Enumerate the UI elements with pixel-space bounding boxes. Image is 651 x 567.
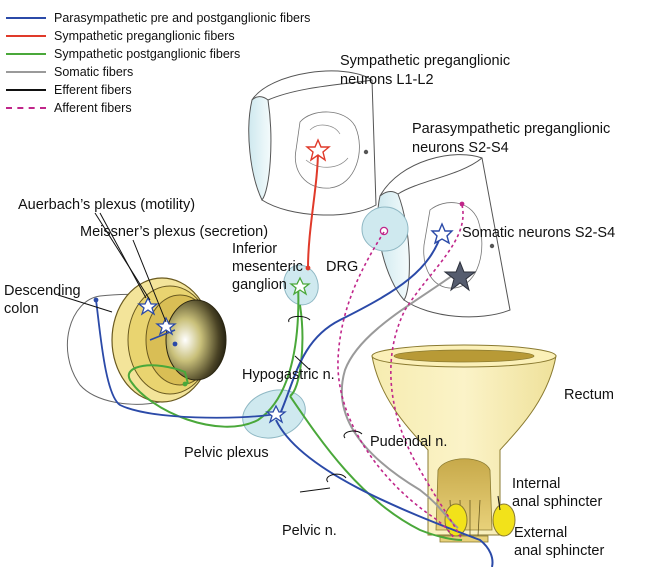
legend-swatch-line [6,17,46,19]
label-parasympathetic-neurons-line1: Parasympathetic preganglionic [412,121,610,137]
label-pudendal-n: Pudendal n. [370,434,447,450]
label-external-sphincter-line1: External [514,525,567,541]
label-pelvic-n: Pelvic n. [282,523,337,539]
legend-row: Afferent fibers [6,99,132,117]
label-inferior-mesenteric-line1: Inferior [232,241,277,257]
label-auerbach-plexus: Auerbach’s plexus (motility) [18,197,195,213]
legend-row: Sympathetic postganglionic fibers [6,45,240,63]
label-internal-sphincter-line2: anal sphincter [512,494,602,510]
label-descending-colon-line2: colon [4,301,39,317]
legend-swatch-line [6,89,46,91]
label-meissner-plexus: Meissner’s plexus (secretion) [80,224,268,240]
label-external-sphincter-line2: anal sphincter [514,543,604,559]
label-pelvic-plexus: Pelvic plexus [184,445,269,461]
legend-row: Parasympathetic pre and postganglionic f… [6,9,310,27]
legend-label: Parasympathetic pre and postganglionic f… [54,11,310,25]
legend-swatch-line [6,53,46,55]
label-somatic-neurons: Somatic neurons S2-S4 [462,225,615,241]
label-sympathetic-neurons-line2: neurons L1-L2 [340,72,434,88]
legend-swatch-line [6,107,46,109]
legend-swatch-line [6,35,46,37]
legend-label: Efferent fibers [54,83,132,97]
legend-swatch-line [6,71,46,73]
spinal-cord-l1-l2 [249,71,376,215]
descending-colon [67,278,226,404]
legend-row: Somatic fibers [6,63,133,81]
label-rectum: Rectum [564,387,614,403]
label-inferior-mesenteric-line2: mesenteric [232,259,303,275]
legend-row: Efferent fibers [6,81,132,99]
label-sympathetic-neurons-line1: Sympathetic preganglionic [340,53,510,69]
label-descending-colon-line1: Descending [4,283,81,299]
label-parasympathetic-neurons-line2: neurons S2-S4 [412,140,509,156]
label-drg: DRG [326,259,358,275]
label-internal-sphincter-line1: Internal [512,476,560,492]
legend-label: Somatic fibers [54,65,133,79]
label-hypogastric-n: Hypogastric n. [242,367,335,383]
legend-label: Sympathetic postganglionic fibers [54,47,240,61]
legend-label: Sympathetic preganglionic fibers [54,29,235,43]
legend-row: Sympathetic preganglionic fibers [6,27,235,45]
legend-label: Afferent fibers [54,101,132,115]
label-inferior-mesenteric-line3: ganglion [232,277,287,293]
